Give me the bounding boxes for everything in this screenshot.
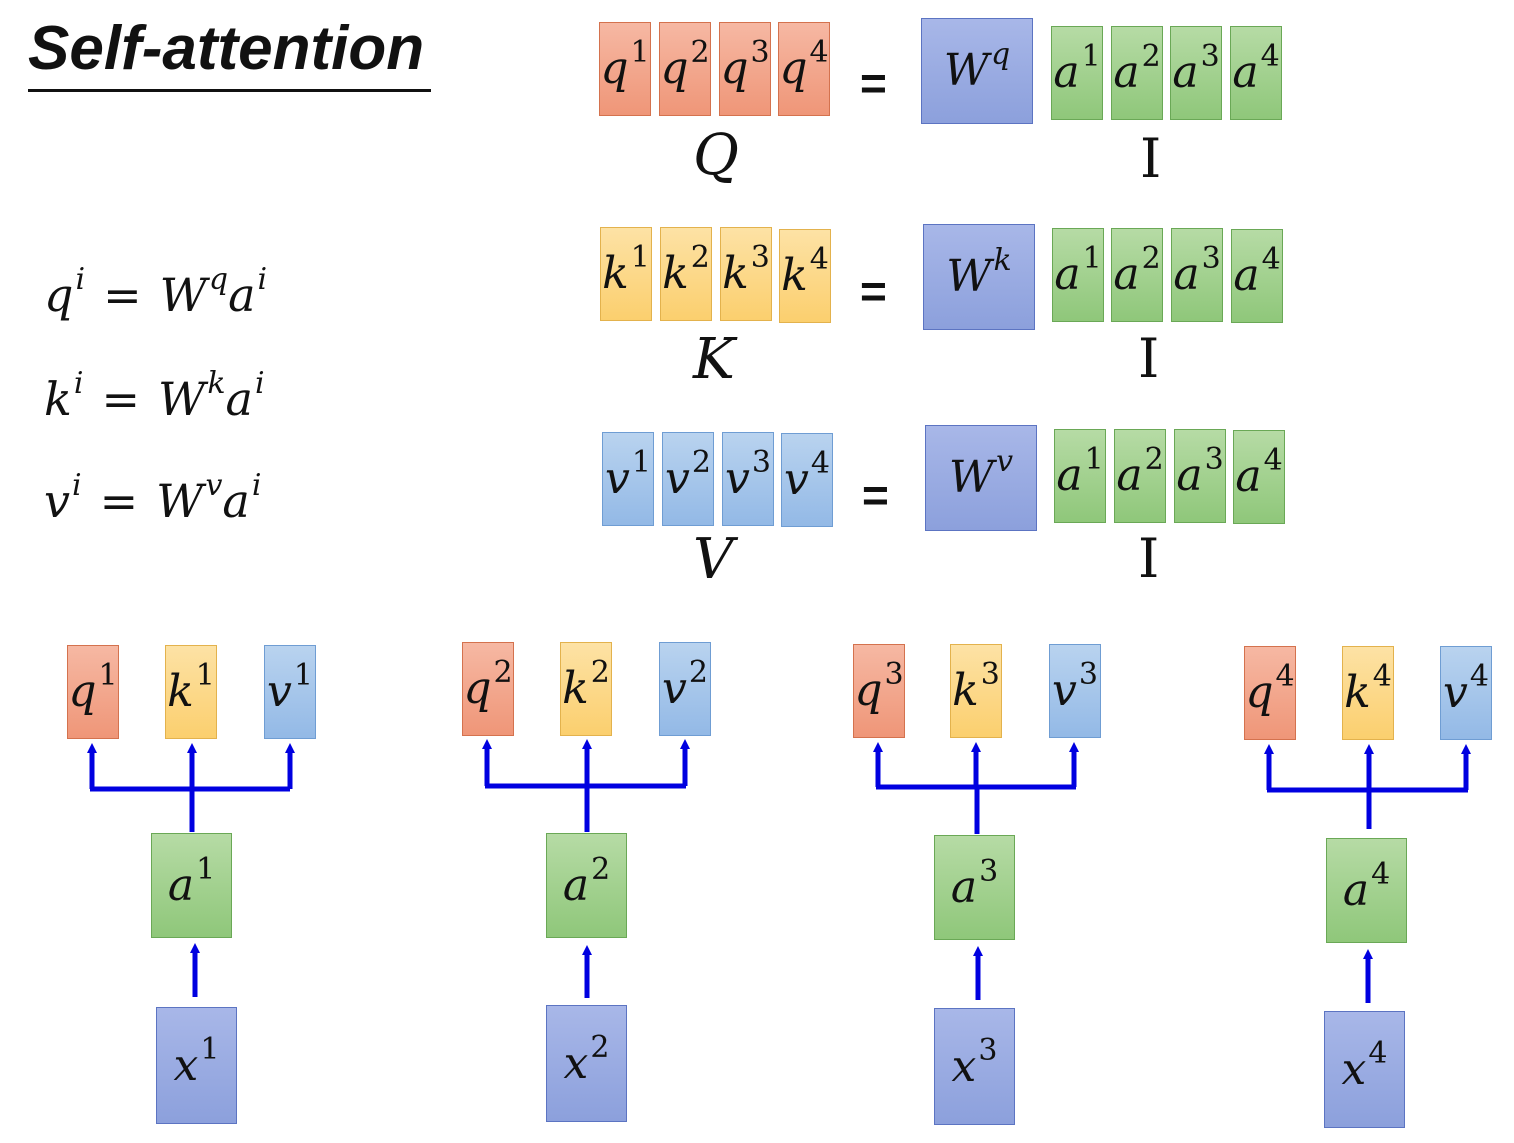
label-I-v: I [1138, 527, 1160, 590]
weight-Wv: Wv [925, 425, 1037, 531]
matrix-a-1-row-v: a1 [1054, 429, 1106, 523]
title-underline [28, 89, 431, 92]
col4-a: a4 [1326, 838, 1407, 943]
page-title: Self-attention [28, 14, 425, 83]
matrix-v-1: v1 [602, 432, 654, 526]
formula-k: ki=Wkai [44, 365, 265, 426]
col3-v: v3 [1049, 644, 1101, 738]
equals-q: = [860, 57, 887, 109]
matrix-a-3-row-k: a3 [1171, 228, 1223, 322]
matrix-v-4: v4 [781, 433, 833, 527]
col3-a: a3 [934, 835, 1015, 940]
label-K: K [693, 327, 735, 392]
equals-k: = [860, 265, 887, 317]
matrix-a-1-row-q: a1 [1051, 26, 1103, 120]
col1-x: x1 [156, 1007, 237, 1124]
col3-q: q3 [853, 644, 905, 738]
equals-v: = [862, 469, 889, 521]
label-I-q: I [1140, 127, 1162, 190]
arrows-col-1 [87, 743, 295, 997]
matrix-k-2: k2 [660, 227, 712, 321]
arrows-col-2 [482, 739, 690, 998]
matrix-a-1-row-k: a1 [1052, 228, 1104, 322]
label-V: V [693, 527, 734, 592]
matrix-q-4: q4 [778, 22, 830, 116]
matrix-v-2: v2 [662, 432, 714, 526]
matrix-v-3: v3 [722, 432, 774, 526]
col1-k: k1 [165, 645, 217, 739]
matrix-a-2-row-q: a2 [1111, 26, 1163, 120]
arrows-col-4 [1264, 744, 1471, 1003]
col2-k: k2 [560, 642, 612, 736]
matrix-q-2: q2 [659, 22, 711, 116]
arrows-col-3 [873, 742, 1079, 1000]
matrix-a-4-row-v: a4 [1233, 430, 1285, 524]
weight-Wk: Wk [923, 224, 1035, 330]
matrix-a-4-row-k: a4 [1231, 229, 1283, 323]
col1-a: a1 [151, 833, 232, 938]
matrix-a-2-row-k: a2 [1111, 228, 1163, 322]
col3-x: x3 [934, 1008, 1015, 1125]
matrix-a-3-row-v: a3 [1174, 429, 1226, 523]
label-I-k: I [1138, 327, 1160, 390]
col1-q: q1 [67, 645, 119, 739]
col3-k: k3 [950, 644, 1002, 738]
matrix-k-1: k1 [600, 227, 652, 321]
col2-x: x2 [546, 1005, 627, 1122]
col2-a: a2 [546, 833, 627, 938]
col1-v: v1 [264, 645, 316, 739]
formula-v: vi=Wvai [44, 467, 262, 528]
col2-v: v2 [659, 642, 711, 736]
col4-q: q4 [1244, 646, 1296, 740]
matrix-a-3-row-q: a3 [1170, 26, 1222, 120]
col2-q: q2 [462, 642, 514, 736]
weight-Wq: Wq [921, 18, 1033, 124]
matrix-q-1: q1 [599, 22, 651, 116]
matrix-a-2-row-v: a2 [1114, 429, 1166, 523]
col4-x: x4 [1324, 1011, 1405, 1128]
matrix-k-3: k3 [720, 227, 772, 321]
label-Q: Q [693, 123, 739, 188]
col4-v: v4 [1440, 646, 1492, 740]
col4-k: k4 [1342, 646, 1394, 740]
matrix-a-4-row-q: a4 [1230, 26, 1282, 120]
formula-q: qi=Wqai [44, 261, 268, 322]
matrix-q-3: q3 [719, 22, 771, 116]
matrix-k-4: k4 [779, 229, 831, 323]
